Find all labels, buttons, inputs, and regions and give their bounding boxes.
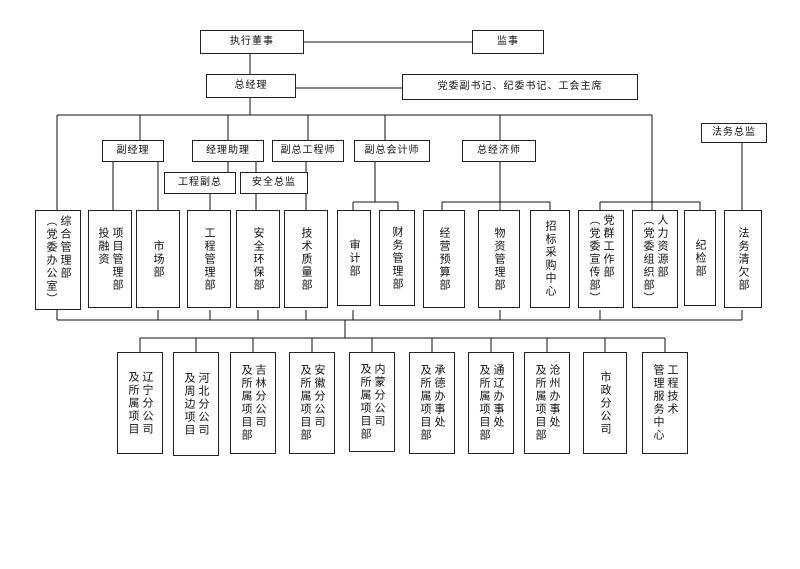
department-label: 技术质量部: [300, 226, 313, 292]
branch-box: 河北分公司 及周边项目: [173, 352, 219, 456]
branch-label: 辽宁分公司 及所属项目: [127, 370, 154, 436]
department-label: 招标采购中心: [544, 220, 557, 298]
department-box: 工程管理部: [187, 210, 231, 308]
department-box: 法务清欠部: [724, 210, 762, 308]
party-secretary-box: 党委副书记、纪委书记、工会主席: [402, 74, 638, 100]
department-label: 法务清欠部: [737, 226, 750, 292]
department-box: 审计部: [337, 210, 371, 306]
department-label: 纪检部: [694, 238, 707, 278]
department-label: 工程管理部: [203, 226, 216, 292]
branch-label: 市政分公司: [599, 370, 612, 436]
department-box: 财务管理部: [379, 210, 415, 306]
branch-box: 市政分公司: [583, 352, 627, 454]
deputy-chief-engineer-box: 副总工程师: [272, 140, 344, 162]
supervisor-box: 监事: [472, 30, 544, 54]
department-box: 安全环保部: [236, 210, 280, 308]
branch-box: 内蒙分公司 及所属项目部: [349, 352, 395, 452]
deputy-manager-box: 副经理: [102, 140, 164, 162]
department-label: 党群工作部 （党委宣传部）: [588, 213, 615, 305]
department-label: 经营预算部: [438, 226, 451, 292]
branch-label: 工程技术 管理服务中心: [652, 364, 679, 442]
branch-box: 辽宁分公司 及所属项目: [117, 352, 163, 454]
deputy-chief-accountant-box: 副总会计师: [354, 140, 430, 162]
branch-label: 沧州办事处 及所属项目部: [534, 364, 561, 442]
branch-box: 承德办事处 及所属项目部: [409, 352, 455, 454]
department-box: 项目管理部 投融资: [88, 210, 132, 308]
general-manager-box: 总经理: [206, 74, 296, 98]
safety-director-box: 安全总监: [240, 172, 308, 194]
department-box: 人力资源部 （党委组织部）: [632, 210, 678, 308]
branch-label: 河北分公司 及周边项目: [183, 371, 210, 437]
department-box: 经营预算部: [423, 210, 465, 308]
executive-director-box: 执行董事: [200, 30, 304, 54]
department-label: 安全环保部: [252, 226, 265, 292]
legal-director-box: 法务总监: [701, 123, 767, 143]
department-label: 市场部: [152, 239, 165, 279]
department-label: 人力资源部 （党委组织部）: [642, 213, 669, 305]
engineering-deputy-box: 工程副总: [164, 172, 236, 194]
chief-economist-box: 总经济师: [462, 140, 536, 162]
branch-label: 承德办事处 及所属项目部: [419, 364, 446, 442]
branch-box: 吉林分公司 及所属项目部: [230, 352, 276, 454]
department-label: 综合管理部 （党委办公室）: [45, 214, 72, 306]
branch-box: 工程技术 管理服务中心: [642, 352, 688, 454]
department-label: 物资管理部: [493, 226, 506, 292]
department-box: 技术质量部: [284, 210, 328, 308]
department-box: 物资管理部: [478, 210, 520, 308]
manager-assistant-box: 经理助理: [192, 140, 264, 162]
department-box: 招标采购中心: [530, 210, 570, 308]
branch-label: 吉林分公司 及所属项目部: [240, 364, 267, 442]
branch-box: 安徽分公司 及所属项目部: [289, 352, 335, 454]
department-box: 纪检部: [684, 210, 716, 306]
department-box: 党群工作部 （党委宣传部）: [578, 210, 624, 308]
branch-label: 通辽办事处 及所属项目部: [478, 364, 505, 442]
branch-label: 内蒙分公司 及所属项目部: [359, 363, 386, 441]
department-box: 综合管理部 （党委办公室）: [35, 210, 81, 310]
branch-label: 安徽分公司 及所属项目部: [299, 364, 326, 442]
department-label: 项目管理部 投融资: [97, 226, 124, 292]
department-box: 市场部: [136, 210, 180, 308]
branch-box: 通辽办事处 及所属项目部: [468, 352, 514, 454]
department-label: 审计部: [348, 238, 361, 278]
department-label: 财务管理部: [391, 225, 404, 291]
branch-box: 沧州办事处 及所属项目部: [524, 352, 570, 454]
